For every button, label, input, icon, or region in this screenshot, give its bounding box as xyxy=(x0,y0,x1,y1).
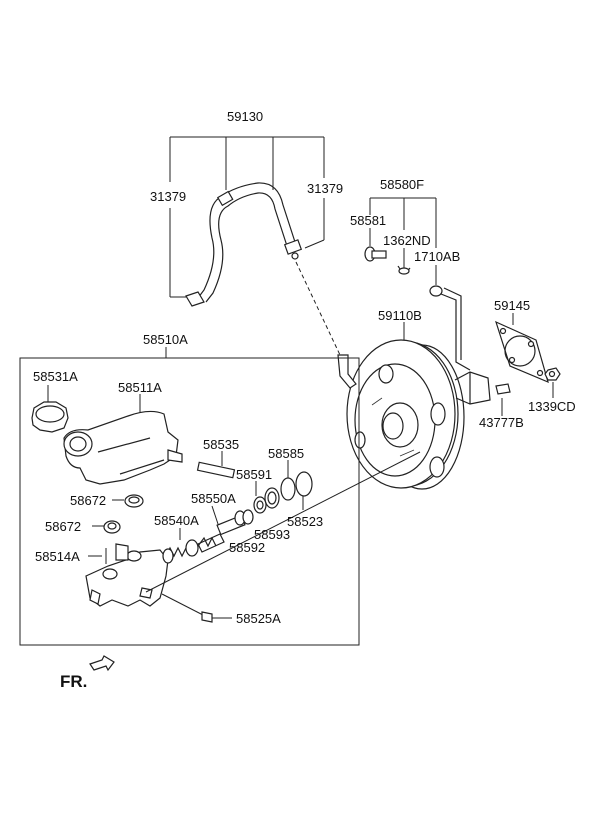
screw-leader xyxy=(161,593,232,619)
label-58581: 58581 xyxy=(350,213,386,228)
label-58514A: 58514A xyxy=(35,549,80,564)
ring-58585[interactable] xyxy=(280,460,296,501)
ring-58593[interactable] xyxy=(264,487,280,509)
check-valve-parts[interactable] xyxy=(364,246,471,371)
reservoir[interactable] xyxy=(63,410,183,485)
reservoir-cap[interactable] xyxy=(31,401,69,433)
assembly-axis-line xyxy=(145,451,421,593)
nut-and-clip-leaders xyxy=(501,382,554,416)
label-58525A: 58525A xyxy=(236,611,281,626)
ring-58592[interactable] xyxy=(242,509,254,525)
ring-58523[interactable] xyxy=(295,471,313,510)
label-31379-left: 31379 xyxy=(150,189,186,204)
check-valve-leader-lines xyxy=(369,197,437,285)
label-58585: 58585 xyxy=(268,446,304,461)
grommet-top[interactable] xyxy=(112,494,144,508)
vacuum-hose-leader-lines xyxy=(169,136,325,298)
label-58593: 58593 xyxy=(254,527,290,542)
label-58672-top: 58672 xyxy=(70,493,106,508)
label-1710AB: 1710AB xyxy=(414,249,460,264)
spring-58540A[interactable] xyxy=(162,536,217,564)
front-direction-arrow-icon xyxy=(89,655,115,672)
label-58535: 58535 xyxy=(203,437,239,452)
labels: 59130 31379 31379 58580F 58581 1362ND 17… xyxy=(33,109,576,691)
label-31379-right: 31379 xyxy=(307,181,343,196)
front-label: FR. xyxy=(60,672,87,691)
seal-58535[interactable] xyxy=(196,461,236,479)
pin-58514A[interactable] xyxy=(88,548,107,564)
label-59130: 59130 xyxy=(227,109,263,124)
label-58550A: 58550A xyxy=(191,491,236,506)
label-58591: 58591 xyxy=(236,467,272,482)
label-58580F: 58580F xyxy=(380,177,424,192)
label-43777B: 43777B xyxy=(479,415,524,430)
label-58672-bottom: 58672 xyxy=(45,519,81,534)
brake-booster[interactable] xyxy=(337,339,491,490)
label-58531A: 58531A xyxy=(33,369,78,384)
master-cylinder-box xyxy=(19,347,360,646)
master-cylinder-body[interactable] xyxy=(85,543,169,607)
label-1339CD: 1339CD xyxy=(528,399,576,414)
label-59145: 59145 xyxy=(494,298,530,313)
screw-58525A[interactable] xyxy=(201,611,216,623)
label-58523: 58523 xyxy=(287,514,323,529)
label-58510A: 58510A xyxy=(143,332,188,347)
grommet-bottom[interactable] xyxy=(92,520,121,534)
label-58511A: 58511A xyxy=(118,380,162,395)
gasket[interactable] xyxy=(495,320,549,384)
label-1362ND: 1362ND xyxy=(383,233,431,248)
vacuum-hose[interactable] xyxy=(185,182,303,307)
ring-58591[interactable] xyxy=(253,481,267,514)
label-59110B: 59110B xyxy=(378,308,422,323)
clip-43777B[interactable] xyxy=(495,383,511,395)
label-58540A: 58540A xyxy=(154,513,199,528)
label-58592: 58592 xyxy=(229,540,265,555)
vacuum-line-dashed xyxy=(295,261,341,356)
nut-1339CD[interactable] xyxy=(544,367,561,381)
